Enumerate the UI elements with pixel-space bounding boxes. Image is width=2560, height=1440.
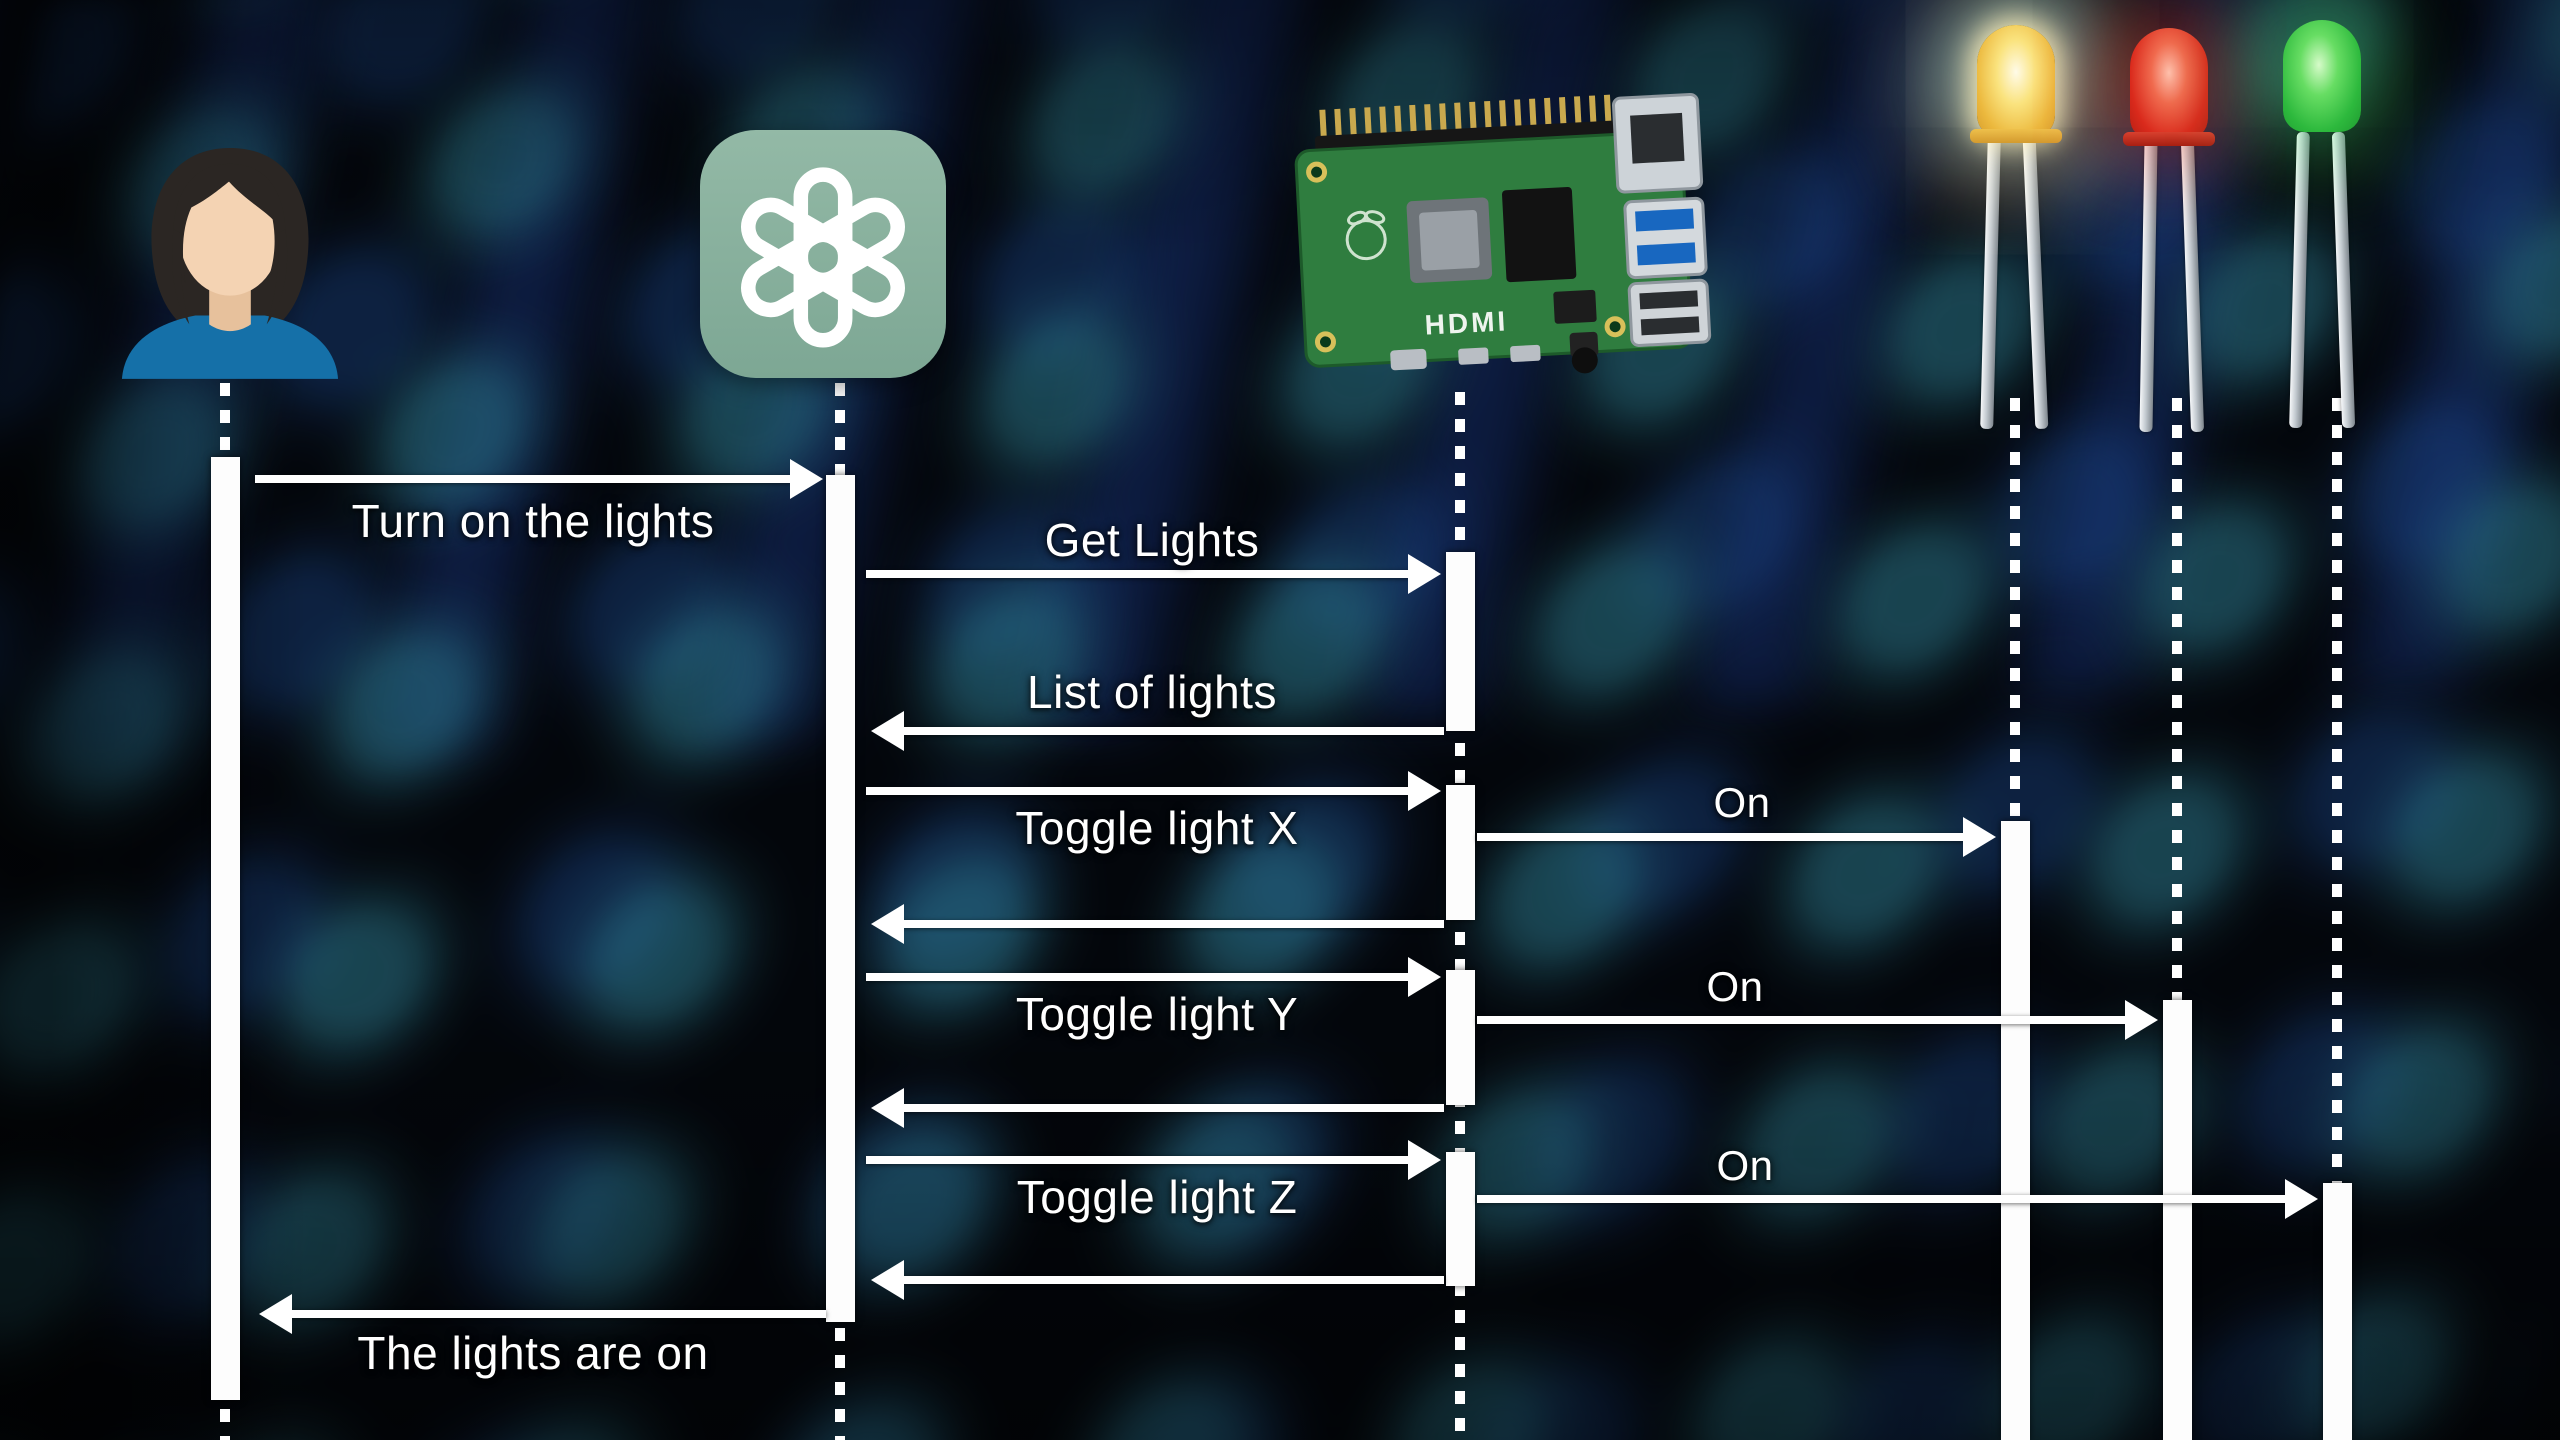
- message-label-on-y: On: [1706, 963, 1764, 1010]
- yellow-led-right-leg: [2022, 136, 2049, 430]
- yellow-led-bulb: [1977, 25, 2055, 137]
- message-label-turn-on: Turn on the lights: [351, 495, 715, 547]
- message-label-toggle-x: Toggle light X: [1015, 802, 1299, 854]
- message-label-list-lights: List of lights: [1027, 666, 1277, 718]
- activation-bar-chatgpt: [826, 475, 855, 1322]
- red-led-flange: [2123, 132, 2215, 146]
- red-led-icon: [2123, 28, 2216, 438]
- activation-bar-pi-3: [1446, 970, 1475, 1105]
- activation-bar-pi-2: [1446, 785, 1475, 920]
- message-arrow-return-y: [902, 1104, 1444, 1112]
- message-arrow-toggle-x: [866, 787, 1410, 795]
- green-led-flange: [2276, 124, 2368, 138]
- green-led-bulb: [2283, 20, 2361, 132]
- message-arrow-list-lights: [902, 727, 1444, 735]
- message-label-toggle-y: Toggle light Y: [1015, 988, 1299, 1040]
- yellow-led-flange: [1970, 129, 2062, 143]
- message-label-on-x: On: [1713, 779, 1771, 826]
- yellow-led-left-leg: [1980, 136, 2001, 430]
- raspberry-pi-board-icon: HDMI: [1284, 69, 1719, 396]
- message-label-get-lights: Get Lights: [1044, 514, 1260, 566]
- lifeline-led-red: [2172, 398, 2182, 1440]
- green-led-left-leg: [2289, 131, 2310, 429]
- activation-bar-led-yellow: [2001, 821, 2030, 1440]
- message-label-on-z: On: [1716, 1142, 1774, 1189]
- activation-bar-pi-1: [1446, 552, 1475, 731]
- message-arrow-on-y: [1477, 1016, 2127, 1024]
- message-label-toggle-z: Toggle light Z: [1016, 1171, 1298, 1223]
- message-arrow-on-z: [1477, 1195, 2287, 1203]
- message-arrow-on-x: [1477, 833, 1965, 841]
- red-led-bulb: [2130, 28, 2208, 140]
- message-arrow-return-x: [902, 920, 1444, 928]
- activation-bar-user: [211, 457, 240, 1400]
- message-arrow-get-lights: [866, 570, 1410, 578]
- message-arrow-lights-on: [290, 1310, 826, 1318]
- message-arrow-return-z: [902, 1276, 1444, 1284]
- message-arrow-toggle-y: [866, 973, 1410, 981]
- yellow-led-icon: [1970, 25, 2063, 435]
- message-arrow-turn-on: [255, 475, 792, 483]
- lifeline-led-green: [2332, 398, 2342, 1440]
- red-led-right-leg: [2180, 139, 2205, 433]
- activation-bar-led-red: [2163, 1000, 2192, 1440]
- activation-bar-led-green: [2323, 1183, 2352, 1440]
- message-arrow-toggle-z: [866, 1156, 1410, 1164]
- activation-bar-pi-4: [1446, 1152, 1475, 1286]
- user-avatar-icon: [116, 136, 344, 379]
- green-led-right-leg: [2331, 131, 2356, 429]
- chatgpt-logo-icon: [700, 130, 946, 378]
- svg-text:HDMI: HDMI: [1424, 305, 1509, 340]
- message-label-lights-on: The lights are on: [357, 1327, 709, 1379]
- green-led-icon: [2283, 20, 2369, 430]
- red-led-left-leg: [2139, 139, 2158, 433]
